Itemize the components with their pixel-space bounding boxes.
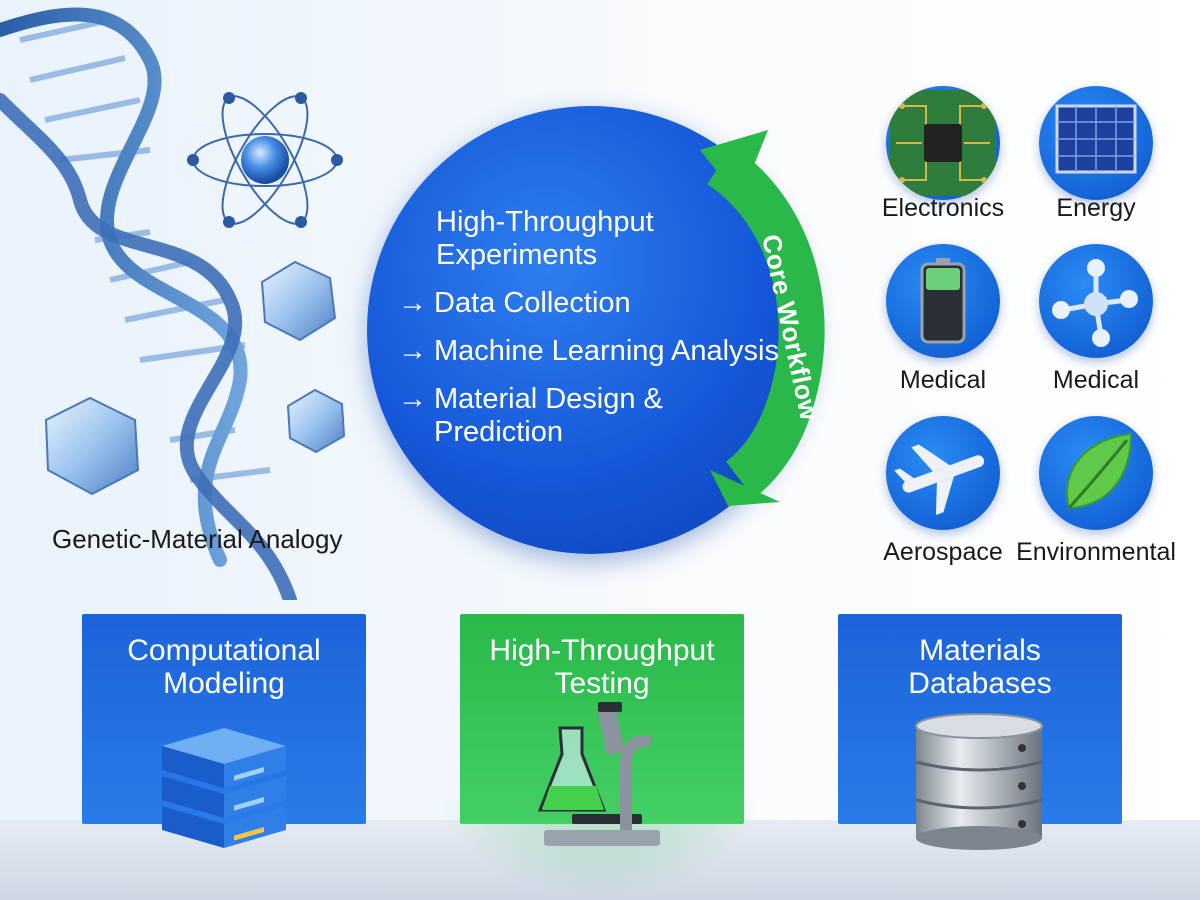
application-energy [1039,86,1153,200]
cycle-arrow-icon [700,130,825,506]
genetic-material-analogy-caption: Genetic-Material Analogy [52,524,343,554]
workflow-step: →Machine Learning Analysis [398,335,779,367]
database-icon [915,713,1043,850]
right-arrow-icon: → [398,383,427,415]
application-aerospace [886,416,1000,530]
dna-helix-illustration [0,7,346,600]
application-label: Environmental [1016,538,1176,566]
application-electronics [886,86,1000,200]
dna-strand-b [0,93,297,600]
solar-panel-icon [1055,104,1137,174]
application-label: Medical [899,366,987,394]
application-medical [886,244,1000,358]
workflow-step: →Material Design & Prediction [398,383,663,448]
molecule-icon [1052,259,1138,347]
application-environmental [1039,416,1153,530]
right-arrow-icon: → [398,287,427,319]
microscope-flask-icon [538,702,660,846]
workflow-steps: High-Throughput Experiments →Data Collec… [398,206,796,464]
atom-icon [187,92,343,228]
airplane-icon [894,444,985,515]
circuit-board-icon [890,90,996,196]
workflow-step: →Data Collection [398,287,631,319]
crystal-icon [44,396,140,496]
leaf-icon [1066,432,1133,510]
battery-icon [920,258,966,344]
workflow-step: High-Throughput Experiments [436,206,654,271]
server-icon [162,728,286,848]
crystal-icon [260,260,337,342]
crystal-icon [286,388,346,454]
application-label: Aerospace [883,538,1003,566]
application-label: Electronics [881,194,1005,222]
right-arrow-icon: → [398,335,427,367]
application-label: Energy [1056,194,1136,222]
application-label: Medical [1052,366,1140,394]
application-medical [1039,244,1153,358]
